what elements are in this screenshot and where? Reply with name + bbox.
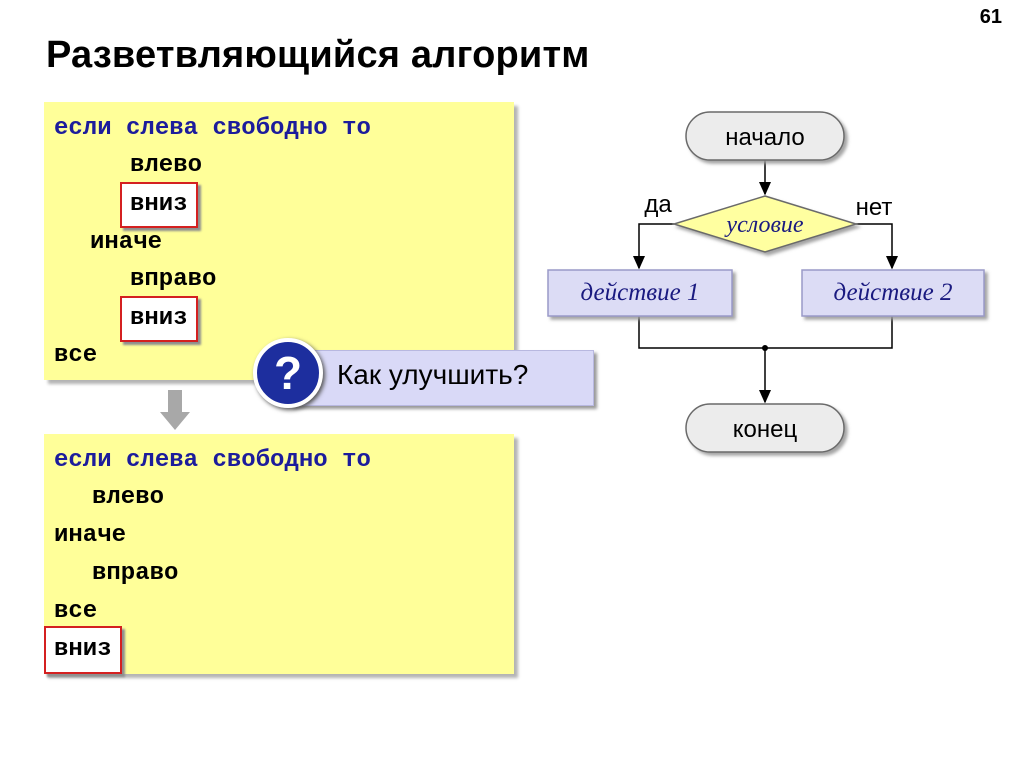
connector-merge <box>638 316 893 349</box>
action-1-label: действие 1 <box>581 279 700 306</box>
question-text: Как улучшить? <box>337 359 529 390</box>
code-line-right: вправо <box>92 560 179 587</box>
keyword-free: свободно <box>212 115 328 142</box>
condition-label: условие <box>724 212 803 238</box>
end-terminal <box>685 403 845 453</box>
action-2-label: действие 2 <box>834 279 953 306</box>
action-2-box <box>801 269 985 317</box>
code-line-else: иначе <box>54 522 127 549</box>
connector-no-branch <box>856 223 898 270</box>
end-label: конец <box>733 416 798 443</box>
code-line-left: влево <box>130 152 203 179</box>
keyword-if: если <box>54 115 112 142</box>
keyword-free: свободно <box>212 447 328 474</box>
code-line-end: все <box>54 598 98 625</box>
no-label: нет <box>856 194 893 221</box>
code-line-down-highlight: вниз <box>120 182 198 228</box>
code-line-else: иначе <box>90 229 163 256</box>
start-label: начало <box>725 124 805 151</box>
flowchart: начало условие да нет действие 1 действи… <box>547 111 985 453</box>
slide-number: 61 <box>979 6 1002 28</box>
code-line-right: вправо <box>130 266 217 293</box>
yes-label: да <box>644 191 672 218</box>
keyword-then: то <box>342 115 371 142</box>
code-line-end: все <box>54 342 98 369</box>
condition-diamond <box>671 195 859 253</box>
slide-title: Разветвляющийся алгоритм <box>46 34 590 76</box>
down-arrow-icon <box>160 390 190 430</box>
question-mark-icon: ? <box>253 338 323 408</box>
action-1-box <box>547 269 733 317</box>
code-line-if: если слева свободно то <box>54 442 371 480</box>
start-terminal <box>685 111 845 161</box>
code-line-down-highlight: вниз <box>120 296 198 342</box>
code-block-original: если слева свободно то влево вниз иначе … <box>44 102 514 380</box>
keyword-left: слева <box>126 447 199 474</box>
keyword-then: то <box>342 447 371 474</box>
code-line-down-highlight: вниз <box>44 626 122 674</box>
connector-yes-branch <box>633 223 674 270</box>
code-line-if: если слева свободно то <box>54 110 371 148</box>
code-line-left: влево <box>92 484 165 511</box>
code-block-improved: если слева свободно то влево иначе вправ… <box>44 434 514 674</box>
question-callout: Как улучшить? <box>290 350 594 406</box>
keyword-left: слева <box>126 115 199 142</box>
keyword-if: если <box>54 447 112 474</box>
